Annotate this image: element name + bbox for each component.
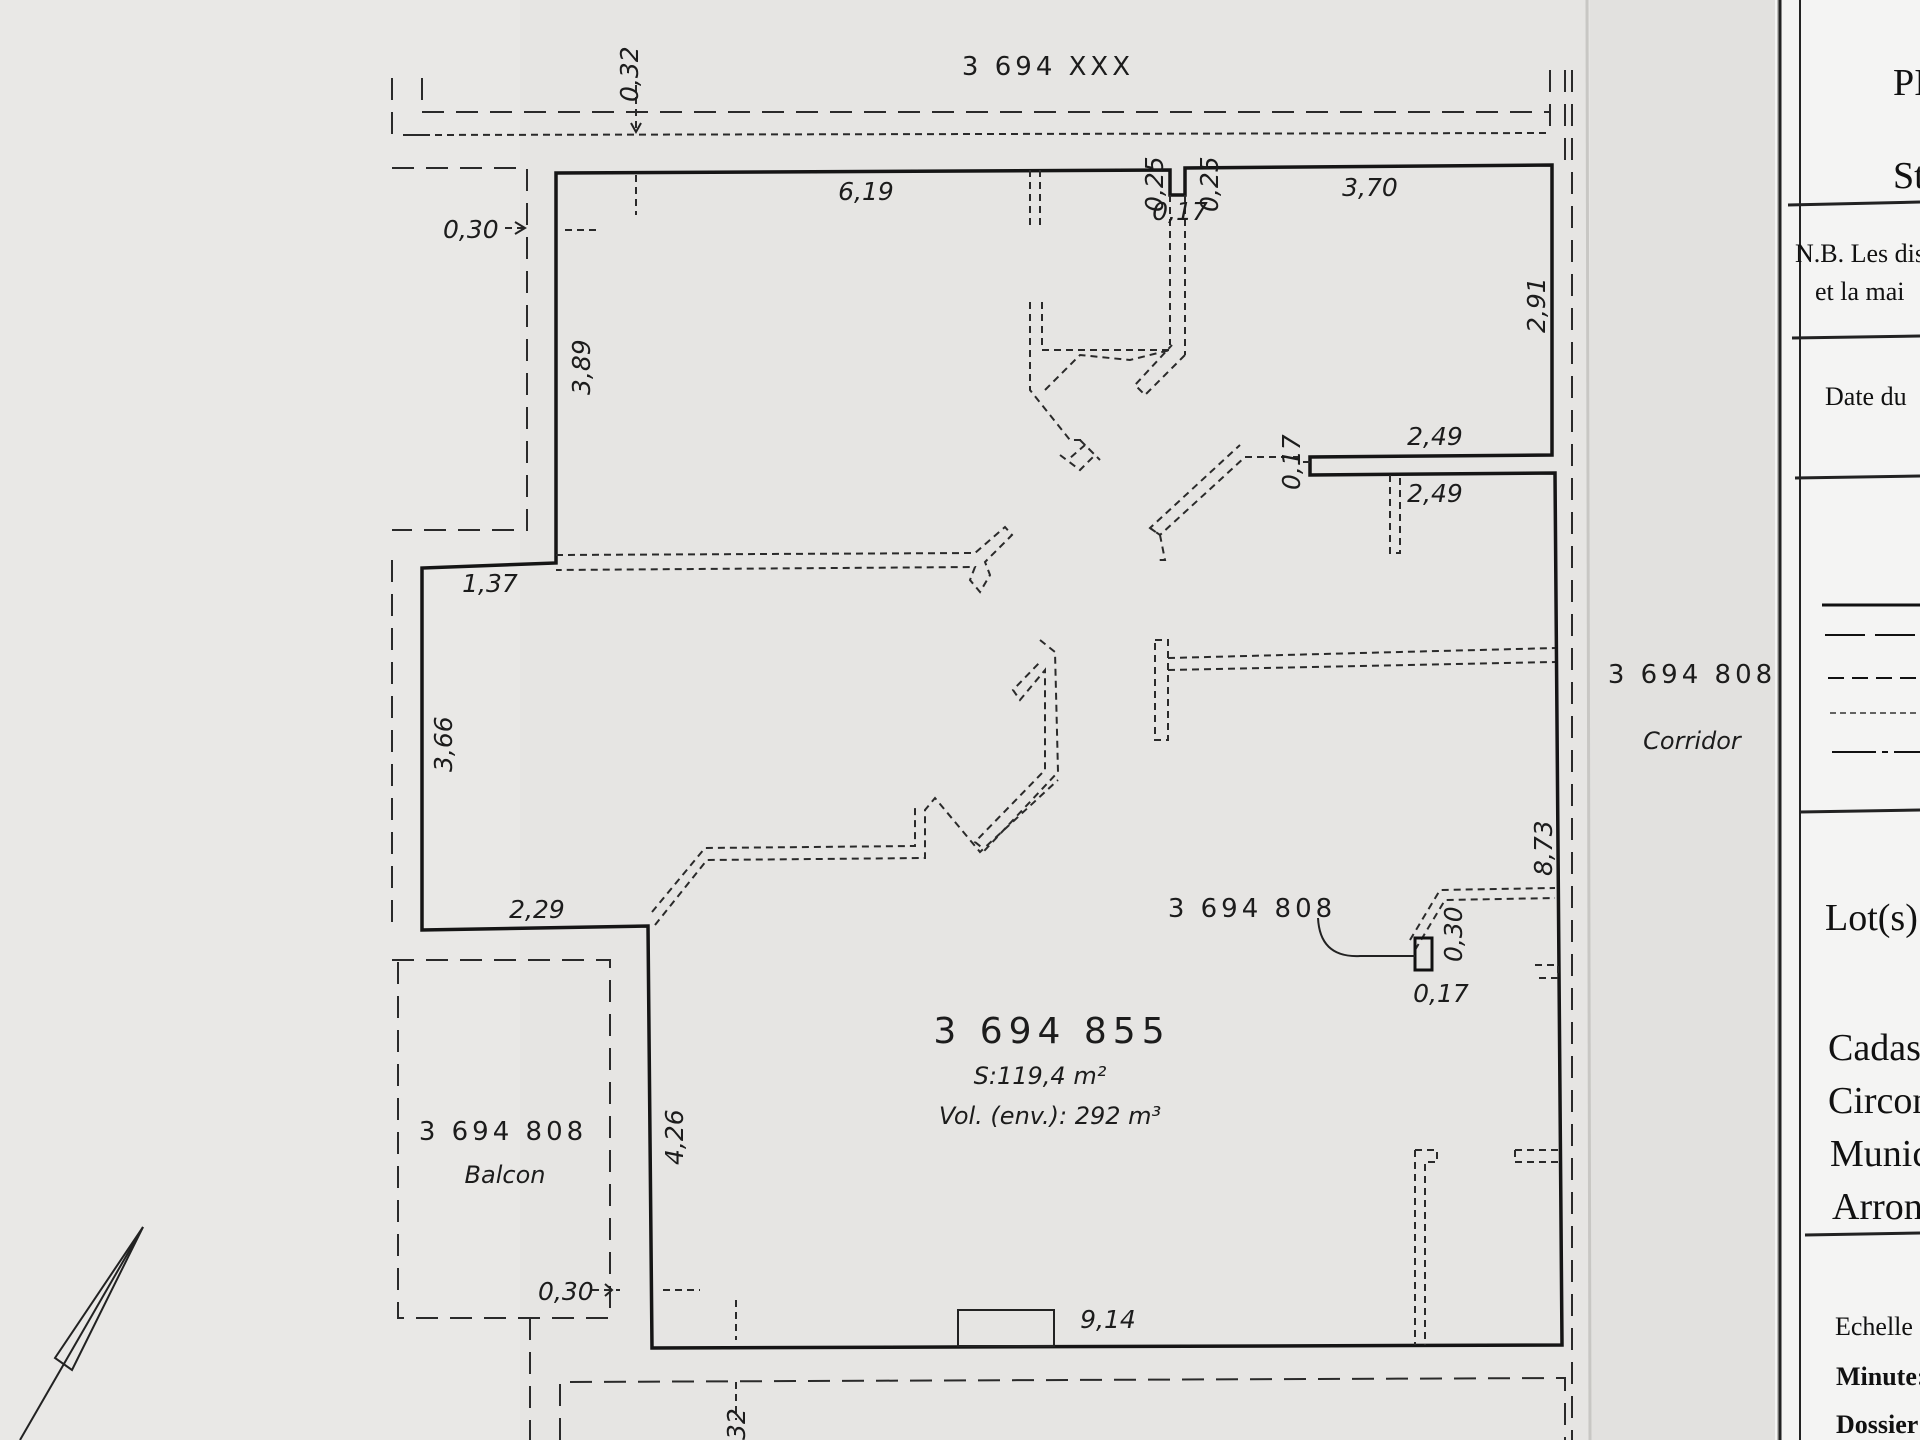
dim-249-a: 2,49 — [1407, 422, 1463, 451]
dim-914: 9,14 — [1080, 1305, 1136, 1334]
dim-032-bottom: 32 — [722, 1408, 751, 1440]
corridor-lot-number: 3 694 808 — [1608, 660, 1776, 690]
balcony-lot-number: 3 694 808 — [419, 1117, 587, 1147]
interior-partitions — [555, 170, 1559, 1345]
dim-030-column: 0,30 — [1439, 906, 1468, 962]
dim-025-a: 0,25 — [1140, 156, 1169, 212]
title-block-date-label: Date du — [1825, 382, 1907, 411]
title-block: PI St N.B. Les dis et la mai Date du Lot… — [1778, 0, 1920, 1440]
dim-370: 3,70 — [1342, 173, 1398, 202]
main-lot-number: 3 694 855 — [933, 1011, 1170, 1052]
dim-030-bottom: 0,30 — [538, 1277, 594, 1306]
title-block-scale-label: Echelle — [1835, 1312, 1913, 1341]
dim-619: 6,19 — [838, 177, 894, 206]
main-lot-volume: Vol. (env.): 292 m³ — [939, 1102, 1161, 1130]
dim-017-column: 0,17 — [1413, 979, 1469, 1008]
main-lot-surface: S:119,4 m² — [974, 1062, 1107, 1090]
title-block-subtitle: St — [1893, 155, 1920, 197]
dim-017-top: 0,17 — [1152, 197, 1208, 226]
dim-030-left: 0,30 — [443, 215, 499, 244]
column-lot-number: 3 694 808 — [1168, 894, 1336, 924]
bottom-lot-outline — [559, 1376, 1566, 1440]
title-block-cadastre-3: Munic — [1830, 1133, 1920, 1175]
title-block-title: PI — [1893, 62, 1920, 104]
dim-137: 1,37 — [462, 569, 518, 598]
title-block-cadastre-1: Cadas — [1828, 1027, 1920, 1069]
top-lot-outline — [391, 70, 1566, 531]
dim-017-mid: 0,17 — [1277, 434, 1306, 490]
title-block-note-2: et la mai — [1815, 277, 1905, 306]
balcony-outline — [392, 959, 611, 1319]
title-block-cadastre-2: Circon — [1828, 1080, 1920, 1122]
title-block-cadastre-4: Arron — [1832, 1186, 1920, 1228]
column-element — [1317, 917, 1434, 972]
dim-025-b: 0,25 — [1195, 156, 1224, 212]
title-block-note-1: N.B. Les dis — [1795, 239, 1920, 268]
dimension-ticks — [505, 85, 737, 1420]
dim-032-top: 0,32 — [615, 46, 644, 102]
dim-389: 3,89 — [567, 339, 596, 395]
corridor-label: Corridor — [1643, 727, 1743, 755]
balcony-label: Balcon — [465, 1161, 546, 1189]
main-lot-outer-wall — [420, 163, 1564, 1350]
title-block-minute-label: Minute: — [1836, 1362, 1920, 1391]
dim-249-b: 2,49 — [1407, 479, 1463, 508]
title-block-dossier-label: Dossier — [1836, 1410, 1918, 1439]
title-block-lots-label: Lot(s) — [1825, 897, 1918, 939]
dim-229: 2,29 — [509, 895, 565, 924]
bottom-wall-opening — [957, 1309, 1055, 1347]
dim-873: 8,73 — [1529, 820, 1558, 876]
dim-291: 2,91 — [1522, 277, 1551, 333]
dim-426: 4,26 — [660, 1109, 689, 1165]
top-lot-number: 3 694 XXX — [962, 52, 1134, 82]
dim-366: 3,66 — [429, 716, 458, 772]
north-arrow-icon — [19, 1226, 144, 1440]
